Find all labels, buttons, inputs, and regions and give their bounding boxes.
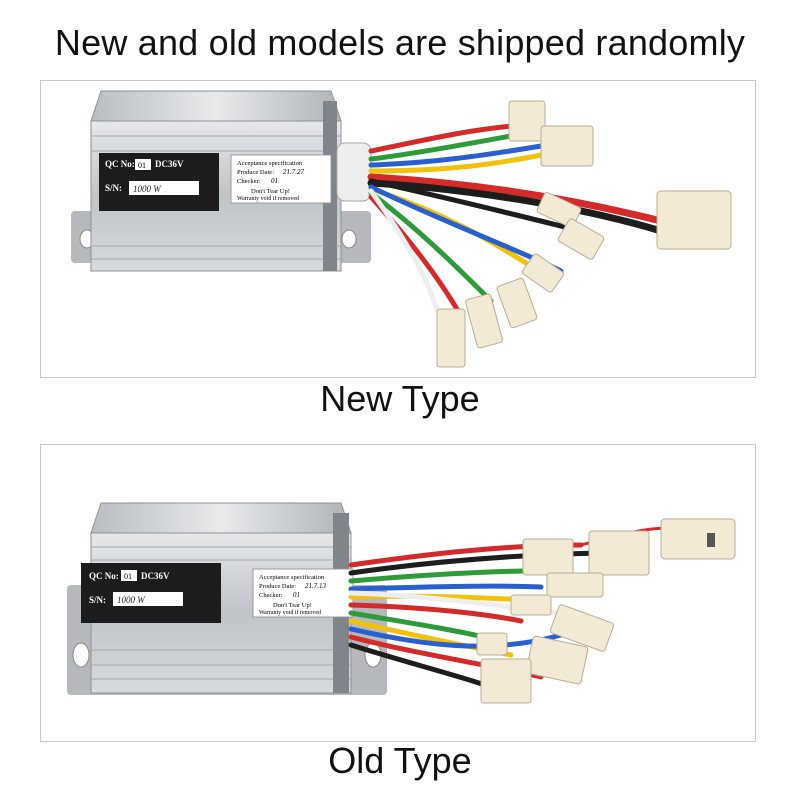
- connector: [510, 594, 552, 616]
- connector: [496, 277, 538, 329]
- acceptance-label: Acceptance specification Produce Date: 2…: [230, 154, 332, 204]
- page-title: New and old models are shipped randomly: [54, 22, 746, 63]
- svg-text:Produce Date:: Produce Date:: [259, 583, 296, 590]
- svg-text:01: 01: [293, 591, 300, 599]
- svg-text:DC36V: DC36V: [141, 571, 170, 581]
- svg-text:01: 01: [124, 572, 132, 581]
- connector: [476, 632, 508, 656]
- new-type-panel: QC No: 01 DC36V S/N: 1000 W Acceptance s…: [40, 80, 756, 378]
- svg-text:Checker:: Checker:: [259, 592, 283, 599]
- svg-text:01: 01: [138, 161, 146, 170]
- svg-text:01: 01: [271, 177, 278, 185]
- svg-text:DC36V: DC36V: [155, 159, 184, 169]
- svg-text:Checker:: Checker:: [237, 178, 261, 185]
- housing-top: [90, 90, 342, 122]
- rating-label: QC No: 01 DC36V S/N: 1000 W: [99, 153, 219, 211]
- svg-text:S/N:: S/N:: [105, 183, 122, 193]
- connector: [660, 518, 736, 560]
- old-type-caption: Old Type: [328, 740, 472, 781]
- svg-text:Acceptance specification: Acceptance specification: [259, 574, 325, 581]
- svg-text:QC No:: QC No:: [105, 159, 135, 169]
- connector: [588, 530, 650, 576]
- connector: [522, 538, 574, 576]
- connector: [656, 190, 732, 250]
- cable-grommet: [336, 142, 372, 202]
- connector: [557, 218, 605, 260]
- connector: [525, 635, 589, 685]
- connector: [549, 604, 615, 652]
- svg-text:S/N:: S/N:: [89, 595, 106, 605]
- svg-text:1000 W: 1000 W: [117, 595, 146, 605]
- housing-top: [90, 502, 352, 534]
- old-type-panel: QC No: 01 DC36V S/N: 1000 W Acceptance s…: [40, 444, 756, 742]
- svg-text:Warranty void if removed: Warranty void if removed: [237, 195, 299, 202]
- svg-text:Don't Tear Up!: Don't Tear Up!: [251, 188, 290, 195]
- svg-text:QC No:: QC No:: [89, 571, 119, 581]
- connectors: [476, 518, 736, 704]
- new-type-controller-image: QC No: 01 DC36V S/N: 1000 W Acceptance s…: [71, 90, 732, 368]
- svg-text:21.7.27: 21.7.27: [283, 168, 305, 176]
- connector: [436, 308, 466, 368]
- svg-text:1000 W: 1000 W: [133, 184, 162, 194]
- connectors: [436, 100, 732, 368]
- connector: [508, 100, 546, 142]
- svg-text:Acceptance specification: Acceptance specification: [237, 160, 303, 167]
- svg-text:Produce Date:: Produce Date:: [237, 169, 274, 176]
- svg-text:Warranty void if removed: Warranty void if removed: [259, 609, 321, 616]
- connector: [480, 658, 532, 704]
- new-type-caption: New Type: [320, 378, 480, 419]
- wire-harness: [367, 123, 665, 324]
- old-type-controller-image: QC No: 01 DC36V S/N: 1000 W Acceptance s…: [67, 502, 736, 704]
- connector: [540, 125, 594, 167]
- acceptance-label: Acceptance specification Produce Date: 2…: [252, 568, 354, 618]
- svg-text:21.7.13: 21.7.13: [305, 582, 327, 590]
- rating-label: QC No: 01 DC36V S/N: 1000 W: [81, 563, 221, 623]
- connector: [465, 293, 503, 349]
- connector: [546, 572, 604, 598]
- svg-text:Don't Tear Up!: Don't Tear Up!: [273, 602, 312, 609]
- connector: [522, 253, 564, 293]
